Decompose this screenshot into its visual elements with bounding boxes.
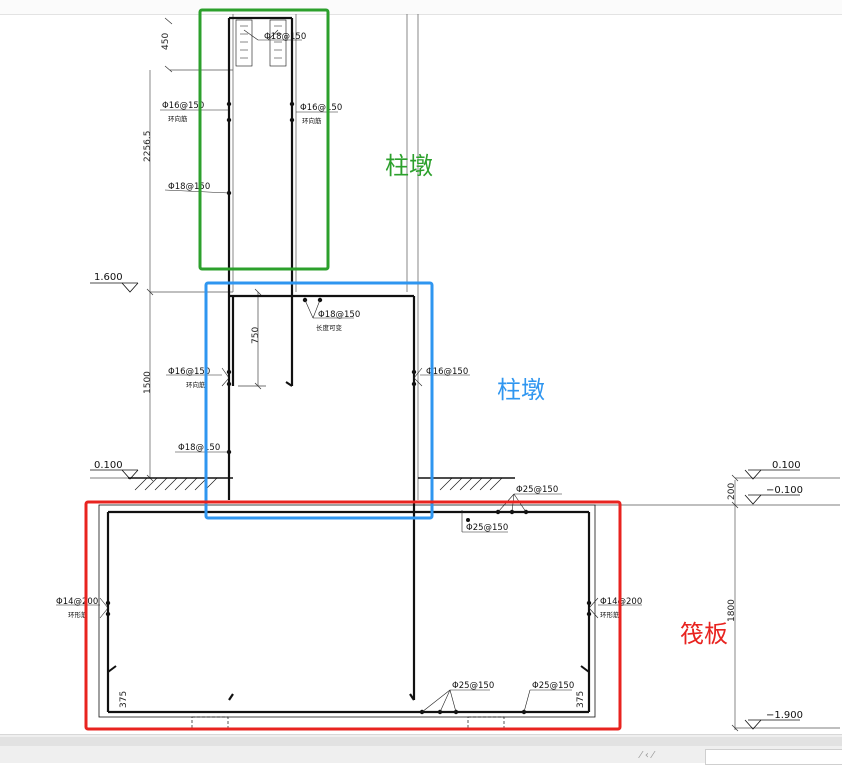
dimension-200: 200 xyxy=(727,483,737,500)
status-bar: ⁄ ‹ ⁄ xyxy=(0,734,842,765)
upper-pier-outline xyxy=(227,16,294,500)
dimension-750: 750 xyxy=(251,327,261,344)
elevation-minus-1900: −1.900 xyxy=(766,710,803,721)
rebar-note-lower-bar: 长度可变 xyxy=(316,323,343,332)
rebar-label-lower-bar: Φ18@150 xyxy=(318,310,360,320)
rebar-label-upper-vertical: Φ18@150 xyxy=(168,182,210,192)
rebar-label-lower-ring-right: Φ16@150 xyxy=(426,367,468,377)
rebar-label-raft-top-2: Φ25@150 xyxy=(466,523,508,533)
dimension-375-left: 375 xyxy=(119,691,129,708)
rebar-note-upper-ring-right: 环向筋 xyxy=(302,116,322,125)
rebar-label-lower-vertical: Φ18@150 xyxy=(178,443,220,453)
rebar-label-top-stub: Φ18@150 xyxy=(264,32,306,42)
foundation-section-drawing: 450 2256.5 750 1500 200 1800 375 375 xyxy=(56,8,840,732)
rebar-note-upper-ring-left: 环向筋 xyxy=(168,114,188,123)
dimension-2256: 2256.5 xyxy=(143,131,153,163)
rebar-label-upper-ring-right: Φ16@150 xyxy=(300,103,342,113)
horizontal-scrollbar[interactable] xyxy=(0,737,842,746)
rebar-label-raft-side-left: Φ14@200 xyxy=(56,597,98,607)
elevation-minus-0100: −0.100 xyxy=(766,485,803,496)
lower-pier-label: 柱墩 xyxy=(497,376,545,404)
rebar-note-raft-side-right: 环形筋 xyxy=(600,610,620,619)
rebar-label-raft-top-1: Φ25@150 xyxy=(516,485,558,495)
dimension-450: 450 xyxy=(161,33,171,50)
lower-pier-highlight-box xyxy=(204,281,434,520)
upper-pier-highlight-box xyxy=(198,8,330,271)
raft-highlight-box xyxy=(84,500,622,731)
lower-pier-outline xyxy=(228,294,416,701)
elevation-0100-left: 0.100 xyxy=(94,460,123,471)
dimension-1800: 1800 xyxy=(727,599,737,622)
rebar-note-lower-ring-left: 环向筋 xyxy=(186,380,206,389)
rebar-label-raft-bottom-1: Φ25@150 xyxy=(452,681,494,691)
raft-label: 筏板 xyxy=(680,620,728,648)
rebar-label-raft-bottom-2: Φ25@150 xyxy=(532,681,574,691)
ground-line xyxy=(128,477,515,491)
raft-outline xyxy=(98,504,596,730)
dimension-375-right: 375 xyxy=(576,691,586,708)
elevation-0100-right: 0.100 xyxy=(772,460,801,471)
elevation-markers xyxy=(90,282,800,730)
rebar-label-upper-ring-left: Φ16@150 xyxy=(162,101,204,111)
upper-pier-label: 柱墩 xyxy=(385,152,433,180)
status-input-box[interactable] xyxy=(705,749,842,765)
elevation-1600: 1.600 xyxy=(94,272,123,283)
status-marks: ⁄ ‹ ⁄ xyxy=(640,750,654,761)
dimension-1500: 1500 xyxy=(143,371,153,394)
rebar-note-raft-side-left: 环形筋 xyxy=(68,610,88,619)
rebar-label-lower-ring-left: Φ16@150 xyxy=(168,367,210,377)
